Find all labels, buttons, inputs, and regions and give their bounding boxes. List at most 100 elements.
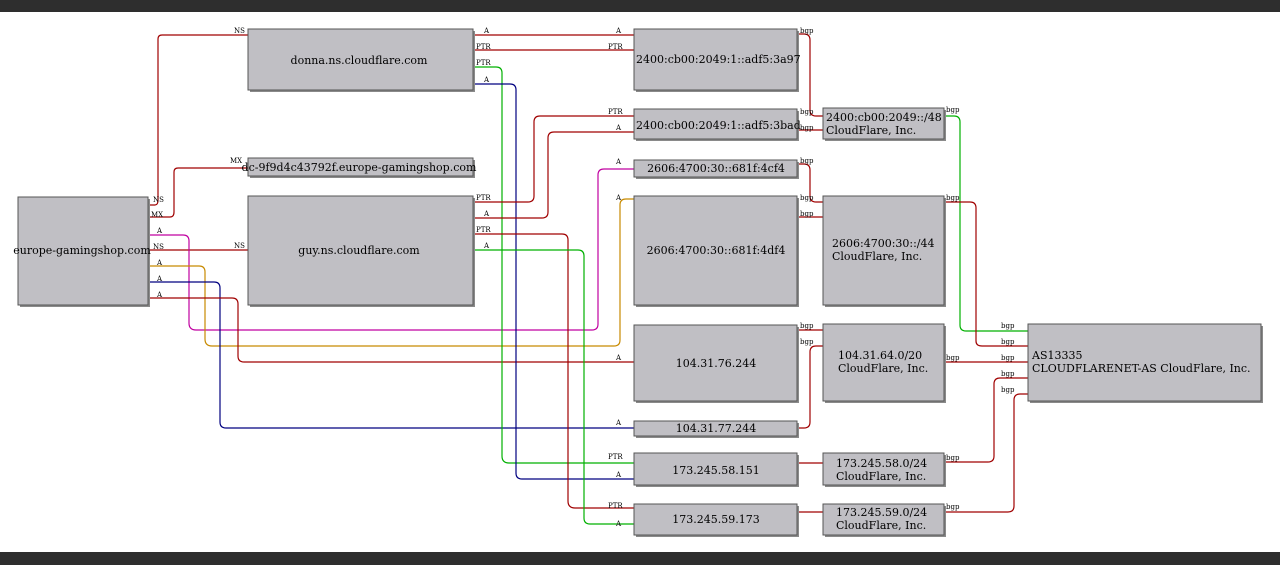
node-domain-root[interactable]: europe-gamingshop.com <box>13 196 151 307</box>
node-asn[interactable]: AS13335 CLOUDFLARENET-AS CloudFlare, Inc… <box>1027 323 1263 403</box>
label-a: A <box>615 27 622 35</box>
node-label: guy.ns.cloudflare.com <box>298 244 420 257</box>
label-bgp: bgp <box>800 157 814 165</box>
node-label: dc-9f9d4c43792f.europe-gamingshop.com <box>242 161 477 174</box>
label-a: A <box>156 259 163 267</box>
label-a: A <box>483 76 490 84</box>
label-bgp: bgp <box>946 454 960 462</box>
label-bgp: bgp <box>800 27 814 35</box>
node-ip-2606-cf4[interactable]: 2606:4700:30::681f:4cf4 <box>633 159 799 179</box>
label-ns: NS <box>153 243 164 251</box>
label-ptr: PTR <box>476 226 491 234</box>
label-mx: MX <box>230 157 242 165</box>
node-ip-2400-a97[interactable]: 2400:cb00:2049:1::adf5:3a97 <box>633 28 801 92</box>
node-net-2606[interactable]: 2606:4700:30::/44 CloudFlare, Inc. <box>822 195 946 307</box>
label-a: A <box>156 275 163 283</box>
node-label: 104.31.77.244 <box>676 422 756 435</box>
node-prefix: 2606:4700:30::/44 <box>832 237 935 250</box>
label-a: A <box>483 242 490 250</box>
label-ns: NS <box>153 196 164 204</box>
label-bgp: bgp <box>1001 386 1015 394</box>
node-label: 2606:4700:30::681f:4df4 <box>647 244 786 257</box>
label-bgp: bgp <box>1001 338 1015 346</box>
label-bgp: bgp <box>800 194 814 202</box>
node-org: CloudFlare, Inc. <box>826 124 916 137</box>
edge-guy-59-a <box>475 249 634 525</box>
node-net-2400[interactable]: 2400:cb00:2049::/48 CloudFlare, Inc. <box>822 107 946 141</box>
node-org: CloudFlare, Inc. <box>836 519 926 532</box>
label-ns: NS <box>234 27 245 35</box>
label-a: A <box>615 158 622 166</box>
node-prefix: 104.31.64.0/20 <box>838 349 922 362</box>
label-a: A <box>615 471 622 479</box>
label-bgp: bgp <box>800 108 814 116</box>
node-label: 2400:cb00:2049:1::adf5:3a97 <box>636 53 801 66</box>
label-bgp: bgp <box>946 503 960 511</box>
label-a: A <box>483 27 490 35</box>
bottom-bar <box>0 552 1280 565</box>
label-a: A <box>615 124 622 132</box>
label-a: A <box>615 354 622 362</box>
edge-bgp-net58-as <box>946 377 1028 463</box>
label-a: A <box>483 210 490 218</box>
node-mx-host[interactable]: dc-9f9d4c43792f.europe-gamingshop.com <box>242 157 477 178</box>
label-ptr: PTR <box>608 108 623 116</box>
label-a: A <box>156 291 163 299</box>
node-net-104[interactable]: 104.31.64.0/20 CloudFlare, Inc. <box>822 323 946 403</box>
node-ip-2400-bad[interactable]: 2400:cb00:2049:1::adf5:3bad <box>633 108 801 141</box>
label-ptr: PTR <box>608 43 623 51</box>
label-bgp: bgp <box>800 322 814 330</box>
label-bgp: bgp <box>1001 370 1015 378</box>
node-net-173-59[interactable]: 173.245.59.0/24 CloudFlare, Inc. <box>822 503 946 537</box>
node-label: europe-gamingshop.com <box>13 244 151 257</box>
edge-root-df4 <box>150 198 634 347</box>
edge-donna-58-ptr <box>475 66 634 464</box>
edge-root-77 <box>150 281 634 429</box>
label-ptr: PTR <box>476 43 491 51</box>
edge-bgp-net2606-as <box>946 201 1028 347</box>
node-ip-173-58[interactable]: 173.245.58.151 <box>633 452 799 487</box>
label-bgp: bgp <box>800 124 814 132</box>
node-org: CloudFlare, Inc. <box>838 362 928 375</box>
node-nameserver-guy[interactable]: guy.ns.cloudflare.com <box>247 195 475 307</box>
edge-bgp-a97 <box>799 33 823 117</box>
edge-root-mx <box>150 167 248 218</box>
node-prefix: 173.245.58.0/24 <box>836 457 927 470</box>
node-prefix: 2400:cb00:2049::/48 <box>826 111 942 124</box>
label-a: A <box>615 194 622 202</box>
edge-guy-59-ptr <box>475 233 634 509</box>
edge-labels: NS MX NS NS MX A NS A A A A PTR PTR A PT… <box>151 27 1015 528</box>
node-label: 173.245.58.151 <box>672 464 759 477</box>
node-prefix: 173.245.59.0/24 <box>836 506 927 519</box>
top-bar <box>0 0 1280 12</box>
node-label: 173.245.59.173 <box>672 513 759 526</box>
edge-bgp-net59-as <box>946 393 1028 513</box>
node-org: CloudFlare, Inc. <box>836 470 926 483</box>
node-ip-2606-df4[interactable]: 2606:4700:30::681f:4df4 <box>633 195 799 307</box>
label-a: A <box>156 227 163 235</box>
label-bgp: bgp <box>946 194 960 202</box>
label-ptr: PTR <box>608 502 623 510</box>
edge-guy-bad-a <box>475 131 634 219</box>
edge-donna-58-a <box>475 83 634 480</box>
node-ip-173-59[interactable]: 173.245.59.173 <box>633 503 799 537</box>
edge-bgp-77 <box>799 345 823 429</box>
label-bgp: bgp <box>946 354 960 362</box>
node-ip-104-76[interactable]: 104.31.76.244 <box>633 324 799 403</box>
edge-bgp-cf4 <box>799 163 823 203</box>
node-asn-number: AS13335 <box>1031 349 1082 362</box>
node-label: 2606:4700:30::681f:4cf4 <box>647 162 785 175</box>
node-nameserver-donna[interactable]: donna.ns.cloudflare.com <box>247 28 475 92</box>
node-net-173-58[interactable]: 173.245.58.0/24 CloudFlare, Inc. <box>822 452 946 487</box>
edge-root-76 <box>150 297 634 363</box>
label-ns: NS <box>234 242 245 250</box>
node-label: 2400:cb00:2049:1::adf5:3bad <box>636 119 801 132</box>
label-mx: MX <box>151 211 163 219</box>
dns-graph: NS MX NS NS MX A NS A A A A PTR PTR A PT… <box>13 27 1263 537</box>
node-ip-104-77[interactable]: 104.31.77.244 <box>633 420 799 438</box>
label-a: A <box>615 520 622 528</box>
edge-root-donna-ns <box>150 34 248 206</box>
node-label: 104.31.76.244 <box>676 357 756 370</box>
label-bgp: bgp <box>946 106 960 114</box>
label-bgp: bgp <box>1001 322 1015 330</box>
